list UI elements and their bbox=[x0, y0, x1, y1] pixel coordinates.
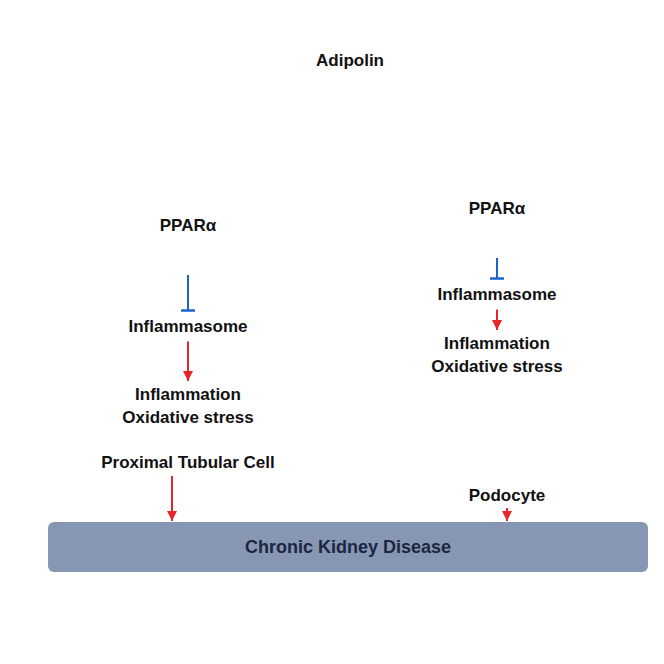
adipolin-dots bbox=[211, 96, 503, 158]
process-label: InflammationOxidative stress bbox=[427, 331, 566, 381]
node-text: PPARα bbox=[469, 198, 525, 221]
adipolin-dot bbox=[230, 100, 242, 109]
adipolin-dot bbox=[445, 145, 460, 158]
adipolin-dot bbox=[244, 119, 259, 134]
node-text: Inflammation bbox=[118, 384, 257, 407]
cell-outline bbox=[55, 155, 340, 450]
adipolin-dot bbox=[491, 130, 504, 144]
node-text: Oxidative stress bbox=[427, 356, 566, 379]
activation-arrow bbox=[187, 341, 189, 381]
cell-shape: PPARαInflammasomeInflammationOxidative s… bbox=[355, 155, 640, 507]
node-text: PPARα bbox=[160, 215, 216, 238]
process-label: Inflammasome bbox=[433, 282, 560, 309]
adipolin-dot bbox=[211, 111, 226, 126]
title: Adipolin bbox=[250, 50, 450, 73]
process-label: Inflammasome bbox=[124, 314, 251, 341]
cell-shape: PPARαInflammasomeInflammationOxidative s… bbox=[55, 155, 340, 475]
cell-label: Podocyte bbox=[469, 485, 546, 508]
node-text: Inflammasome bbox=[433, 284, 560, 307]
activation-arrow bbox=[171, 476, 173, 521]
nucleus-ellipse: PPARα bbox=[128, 190, 248, 274]
cell-label: Proximal Tubular Cell bbox=[101, 452, 275, 475]
process-label: InflammationOxidative stress bbox=[118, 382, 257, 432]
nucleus-ellipse: PPARα bbox=[439, 173, 555, 257]
adipolin-dot bbox=[445, 128, 459, 140]
outcome-bar: Chronic Kidney Disease bbox=[48, 522, 648, 572]
activation-arrow bbox=[496, 309, 498, 330]
adipolin-dot bbox=[219, 138, 232, 149]
adipolin-dot bbox=[440, 105, 455, 119]
node-text: Inflammation bbox=[427, 333, 566, 356]
inhibition-connector bbox=[496, 258, 498, 279]
activation-arrow bbox=[506, 508, 508, 521]
adipolin-dot bbox=[229, 122, 239, 135]
adipolin-dot bbox=[467, 131, 481, 146]
inhibition-connector bbox=[187, 275, 189, 311]
node-text: Inflammasome bbox=[124, 316, 251, 339]
node-text: Oxidative stress bbox=[118, 407, 257, 430]
outcome-label: Chronic Kidney Disease bbox=[245, 535, 451, 559]
adipolin-dot bbox=[239, 136, 253, 151]
adipolin-dot bbox=[424, 96, 435, 110]
